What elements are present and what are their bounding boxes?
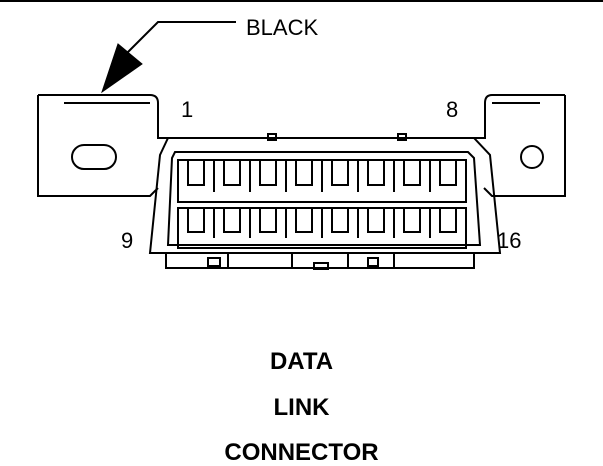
callout-leader-line [127, 21, 236, 53]
right-mounting-ear [474, 94, 566, 197]
connector-body-inner [166, 151, 482, 246]
top-tab-right [397, 133, 407, 141]
base-tab-right [367, 257, 379, 267]
lower-pin-cavity-5 [331, 208, 349, 233]
lower-pin-cavity-8 [439, 208, 457, 233]
right-round-hole [520, 145, 544, 169]
upper-pin-cavity-1 [187, 160, 205, 186]
pin-label-16: 16 [497, 228, 522, 253]
top-tab-left [267, 133, 277, 141]
caption-line-3: CONNECTOR [224, 439, 379, 466]
upper-pin-cavity-3 [259, 160, 277, 186]
upper-pin-cavity-6 [367, 160, 385, 186]
lower-pin-cavity-1 [187, 208, 205, 233]
upper-pin-cavity-4 [295, 160, 313, 186]
pin-label-8: 8 [446, 97, 459, 122]
lower-pin-cavity-4 [295, 208, 313, 233]
caption-line-2: LINK [273, 394, 330, 421]
upper-pin-cavity-8 [439, 160, 457, 186]
lower-pin-cavity-3 [259, 208, 277, 233]
top-border [0, 0, 603, 2]
pin-label-9: 9 [121, 228, 134, 253]
lower-pin-cavity-2 [223, 208, 241, 233]
upper-pin-cavity-5 [331, 160, 349, 186]
base-tab-left [207, 257, 221, 267]
upper-pin-cavity-7 [403, 160, 421, 186]
caption-line-1: DATA [269, 348, 334, 375]
lower-pin-cavity-6 [367, 208, 385, 233]
upper-pin-cavity-2 [223, 160, 241, 186]
left-mounting-ear [37, 94, 168, 197]
callout-label: BLACK [246, 15, 319, 40]
connector-body-outer [148, 137, 502, 254]
left-slot-hole [71, 144, 117, 170]
pin-label-1: 1 [181, 97, 194, 122]
callout-arrowhead [101, 43, 143, 94]
base-tab-center [313, 262, 329, 270]
lower-pin-cavity-7 [403, 208, 421, 233]
